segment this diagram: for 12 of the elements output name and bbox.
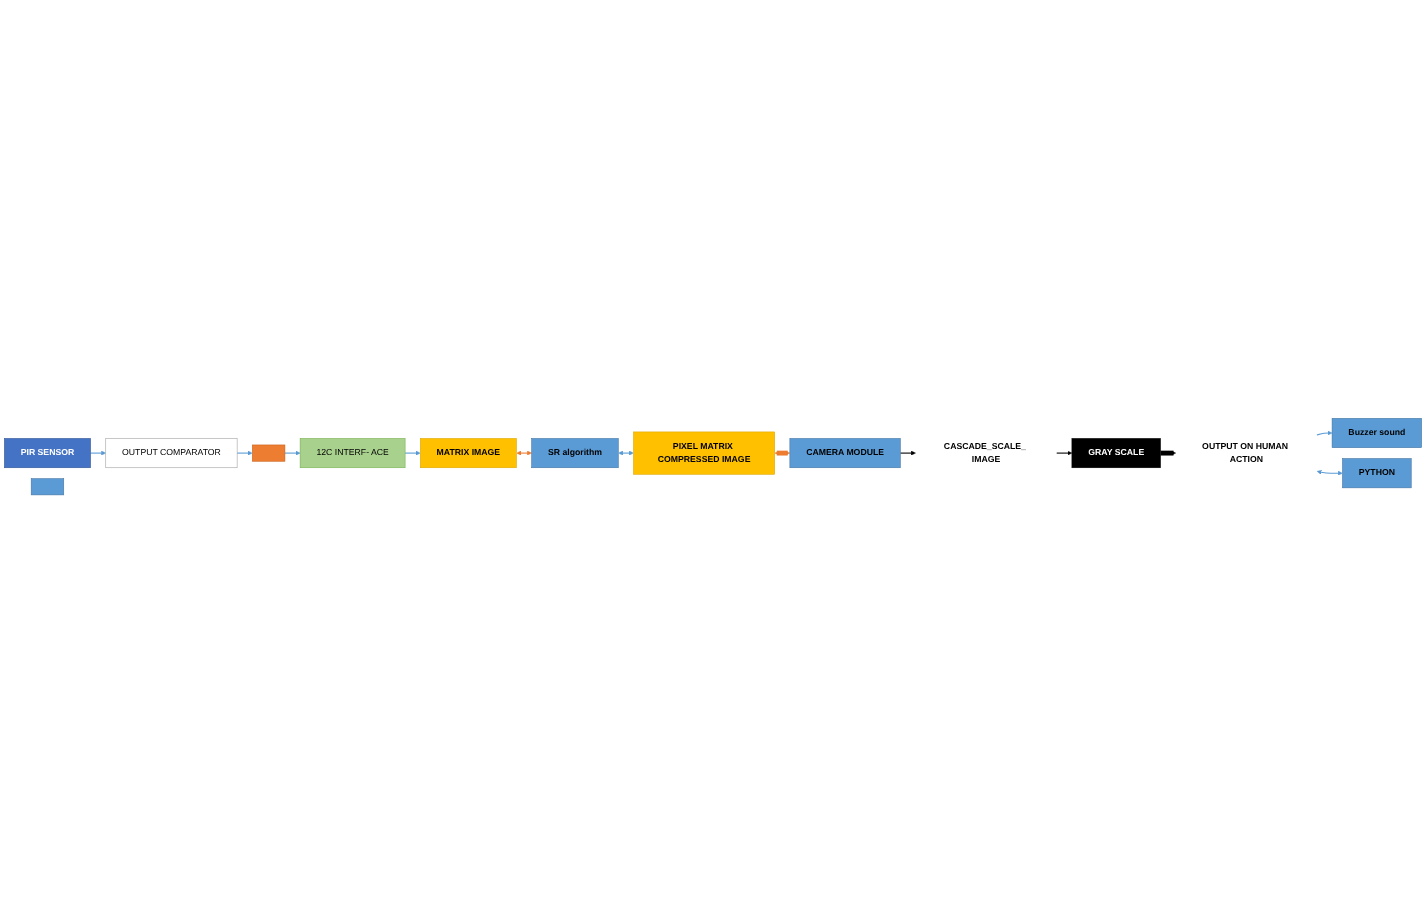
arrow [90,451,106,456]
arrow [236,451,253,456]
node-box [252,445,286,462]
arrow [1056,451,1073,456]
arrow [1316,431,1333,436]
arrow [284,451,301,456]
node-box [30,478,65,496]
arrow [516,451,532,456]
arrow [1316,470,1343,476]
arrow [899,451,916,456]
arrow [404,451,421,456]
arrow [618,451,634,456]
